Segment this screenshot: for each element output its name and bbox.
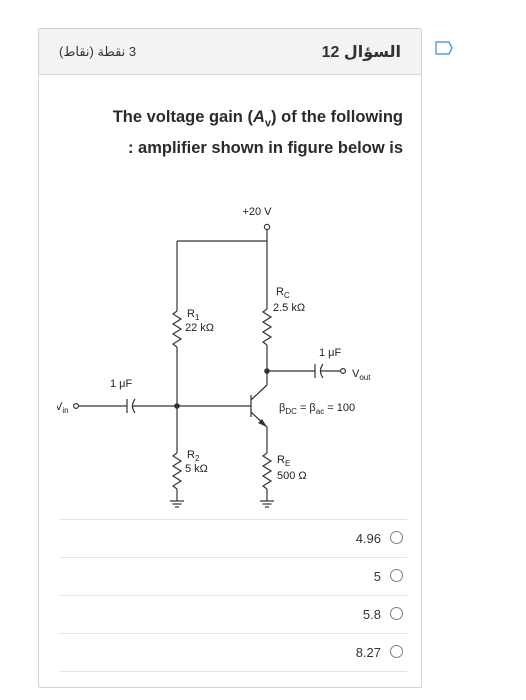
re-label: RE <box>277 454 290 468</box>
circuit-diagram: +20 V R1 22 kΩ RC 2.5 kΩ 1 μF Vout 1 μF … <box>57 206 371 508</box>
c-in-label: 1 μF <box>110 378 133 390</box>
vin-label: Vin <box>57 401 69 415</box>
question-points: 3 نقطة (نقاط) <box>59 44 137 59</box>
r2-value: 5 kΩ <box>185 463 208 475</box>
radio-icon[interactable] <box>390 569 403 582</box>
r1-label: R1 <box>187 308 200 322</box>
c-out-label: 1 μF <box>319 347 342 359</box>
beta-label: βDC = βac = 100 <box>279 402 355 416</box>
radio-icon[interactable] <box>390 645 403 658</box>
answer-options: 4.96 5 5.8 8.27 <box>59 519 407 672</box>
option-2[interactable]: 5 <box>59 558 407 596</box>
radio-icon[interactable] <box>390 607 403 620</box>
question-card: السؤال 12 3 نقطة (نقاط) The voltage gain… <box>38 28 422 688</box>
question-symbol: A <box>252 108 265 126</box>
question-header: السؤال 12 3 نقطة (نقاط) <box>39 29 421 75</box>
r2-label: R2 <box>187 449 200 463</box>
option-label: 5 <box>373 569 381 584</box>
question-text-part2: ) of the following <box>271 108 403 126</box>
option-1[interactable]: 4.96 <box>59 519 407 558</box>
question-number: السؤال 12 <box>321 44 401 61</box>
re-value: 500 Ω <box>277 470 307 482</box>
question-line-1: The voltage gain (Av) of the following <box>49 105 403 136</box>
option-label: 4.96 <box>355 531 381 546</box>
rc-value: 2.5 kΩ <box>273 302 305 314</box>
question-text: The voltage gain (Av) of the following :… <box>49 105 403 161</box>
question-line-2: : amplifier shown in figure below is <box>127 139 403 158</box>
option-label: 8.27 <box>355 645 381 660</box>
question-text-part1: The voltage gain ( <box>112 108 253 126</box>
flag-icon[interactable] <box>434 40 454 56</box>
radio-icon[interactable] <box>390 531 403 544</box>
option-3[interactable]: 5.8 <box>59 596 407 634</box>
question-symbol-sub: v <box>264 117 272 130</box>
option-4[interactable]: 8.27 <box>59 634 407 672</box>
r1-value: 22 kΩ <box>185 322 214 334</box>
option-label: 5.8 <box>362 607 381 622</box>
supply-label: +20 V <box>242 206 272 218</box>
rc-label: RC <box>276 286 290 300</box>
emitter-arrow-icon <box>258 419 267 427</box>
vout-label: Vout <box>352 368 371 382</box>
